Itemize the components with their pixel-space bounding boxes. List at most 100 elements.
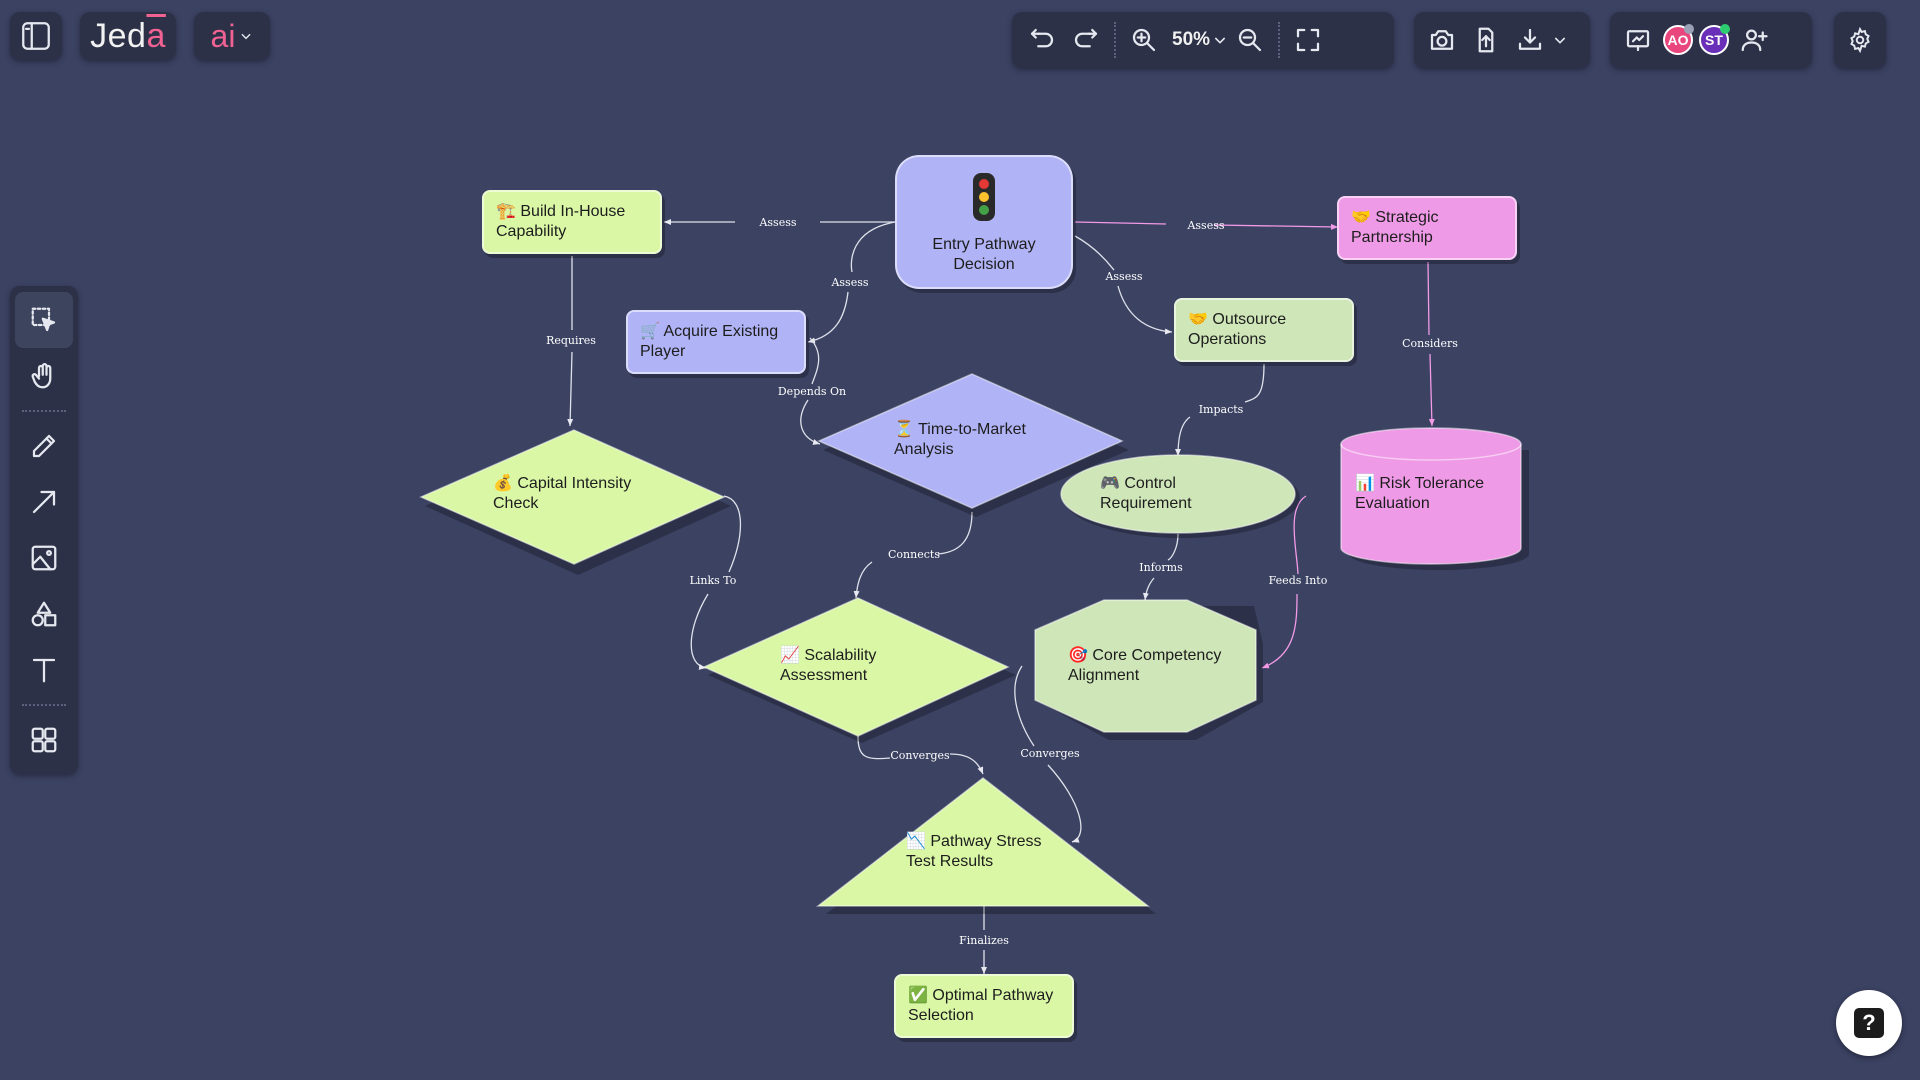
time-to-market-diamond[interactable] <box>817 373 1124 509</box>
node-label: Entry Pathway Decision <box>932 236 1036 273</box>
edge-label: Finalizes <box>959 934 1009 947</box>
edge-depends-on <box>800 337 820 444</box>
edge-label: Connects <box>888 548 940 561</box>
node-label: 🏗️ Build In-House Capability <box>496 203 626 240</box>
edge-considers <box>1428 261 1432 426</box>
collaboration-toolbar: AO ST <box>1610 12 1812 68</box>
traffic-light-icon <box>973 173 995 221</box>
screenshot-button[interactable] <box>1420 18 1464 62</box>
core-competency-hexagon[interactable] <box>1034 599 1257 733</box>
edge-label: Converges <box>890 749 950 762</box>
edge-assess-outsource <box>1074 235 1172 332</box>
ai-menu-button[interactable]: ai <box>194 12 270 60</box>
time-to-market-label: ⏳ Time-to-Market Analysis <box>894 421 1026 458</box>
upload-button[interactable] <box>1464 18 1508 62</box>
app-logo-text: Jeda <box>90 16 166 55</box>
edge-label: Converges <box>1020 747 1080 760</box>
optimal-pathway-node[interactable]: ✅ Optimal Pathway Selection <box>894 974 1074 1038</box>
entry-pathway-decision[interactable]: Entry Pathway Decision <box>895 155 1073 289</box>
node-label: 🤝 Outsource Operations <box>1188 311 1287 348</box>
edge-label: Considers <box>1402 337 1458 350</box>
sidebar-toggle-button[interactable] <box>10 12 62 60</box>
risk-tolerance-cylinder[interactable] <box>1340 427 1522 565</box>
shapes-tool[interactable] <box>15 586 73 642</box>
components-tool[interactable] <box>15 712 73 768</box>
redo-icon <box>1074 28 1098 48</box>
strategic-partnership-node[interactable]: 🤝 Strategic Partnership <box>1337 196 1517 260</box>
image-icon <box>31 545 57 571</box>
export-toolbar <box>1414 12 1590 68</box>
chevron-down-icon <box>1214 37 1226 44</box>
redo-button[interactable] <box>1064 18 1108 62</box>
edge-label: Assess <box>1104 270 1142 283</box>
present-button[interactable] <box>1616 18 1660 62</box>
control-requirement-label: 🎮 Control Requirement <box>1100 475 1192 512</box>
edge-label: Depends On <box>778 385 846 398</box>
help-button[interactable]: ? <box>1836 990 1902 1056</box>
grid-icon <box>31 727 57 753</box>
scalability-diamond[interactable] <box>702 597 1010 737</box>
undo-button[interactable] <box>1020 18 1064 62</box>
divider <box>1278 22 1281 58</box>
camera-icon <box>1430 30 1454 50</box>
chevron-down-icon <box>241 33 252 40</box>
edge-label: Assess <box>830 276 868 289</box>
node-label: 🛒 Acquire Existing Player <box>640 323 779 360</box>
text-tool[interactable] <box>15 642 73 698</box>
arrow-tool[interactable] <box>15 474 73 530</box>
edge-label: Requires <box>546 334 596 347</box>
view-toolbar: 50% <box>1012 12 1394 68</box>
download-button[interactable] <box>1508 18 1552 62</box>
fullscreen-button[interactable] <box>1286 18 1330 62</box>
zoom-in-icon <box>1132 28 1156 52</box>
edge-label: Links To <box>690 574 737 587</box>
capital-intensity-diamond-shape[interactable] <box>419 429 726 565</box>
risk-tolerance-cylinder-rim <box>1340 443 1522 461</box>
build-in-house-node[interactable]: 🏗️ Build In-House Capability <box>482 190 662 254</box>
select-tool[interactable] <box>15 292 73 348</box>
shapes-icon <box>31 601 57 627</box>
edge-requires <box>570 256 572 426</box>
edge-label: Assess <box>1186 219 1224 232</box>
zoom-in-button[interactable] <box>1122 18 1166 62</box>
settings-button[interactable] <box>1834 12 1886 68</box>
image-tool[interactable] <box>15 530 73 586</box>
zoom-out-icon <box>1238 28 1262 52</box>
acquire-existing-node[interactable]: 🛒 Acquire Existing Player <box>626 310 806 374</box>
edge-label: Impacts <box>1199 403 1244 416</box>
edge-impacts <box>1178 363 1265 456</box>
add-user-button[interactable] <box>1732 18 1776 62</box>
edge-label: Informs <box>1139 561 1183 574</box>
divider <box>1114 22 1116 58</box>
avatar[interactable]: AO <box>1663 24 1694 55</box>
outsource-operations-node[interactable]: 🤝 Outsource Operations <box>1174 298 1354 362</box>
hand-tool[interactable] <box>15 348 73 404</box>
avatar[interactable]: ST <box>1699 24 1730 55</box>
undo-icon <box>1030 28 1054 48</box>
help-icon: ? <box>1854 1008 1884 1038</box>
edge-assess-acquire <box>808 221 896 342</box>
edge-feeds-into <box>1262 495 1307 668</box>
pen-icon <box>32 434 56 458</box>
edge-assess-strategic <box>1074 222 1338 227</box>
risk-tolerance-label: 📊 Risk Tolerance Evaluation <box>1355 475 1485 512</box>
stress-test-triangle[interactable] <box>815 777 1151 907</box>
stress-test-label: 📉 Pathway Stress Test Results <box>906 833 1042 870</box>
node-label: 🤝 Strategic Partnership <box>1351 209 1439 246</box>
arrow-icon <box>32 490 56 514</box>
chevron-down-icon[interactable] <box>1552 32 1568 48</box>
zoom-out-button[interactable] <box>1228 18 1272 62</box>
control-requirement-ellipse[interactable] <box>1060 454 1296 534</box>
edge-label: Feeds Into <box>1269 574 1328 587</box>
zoom-level-dropdown[interactable]: 50% <box>1166 29 1228 51</box>
edge-informs <box>1145 533 1179 600</box>
download-icon <box>1518 28 1542 50</box>
node-label: ✅ Optimal Pathway Selection <box>908 987 1054 1024</box>
divider <box>22 410 66 412</box>
app-logo[interactable]: Jeda <box>80 12 176 60</box>
zoom-level: 50% <box>1172 29 1211 50</box>
edge-converges-left <box>857 735 983 774</box>
fullscreen-icon <box>1296 28 1320 52</box>
sidebar-icon <box>22 22 50 50</box>
pen-tool[interactable] <box>15 418 73 474</box>
